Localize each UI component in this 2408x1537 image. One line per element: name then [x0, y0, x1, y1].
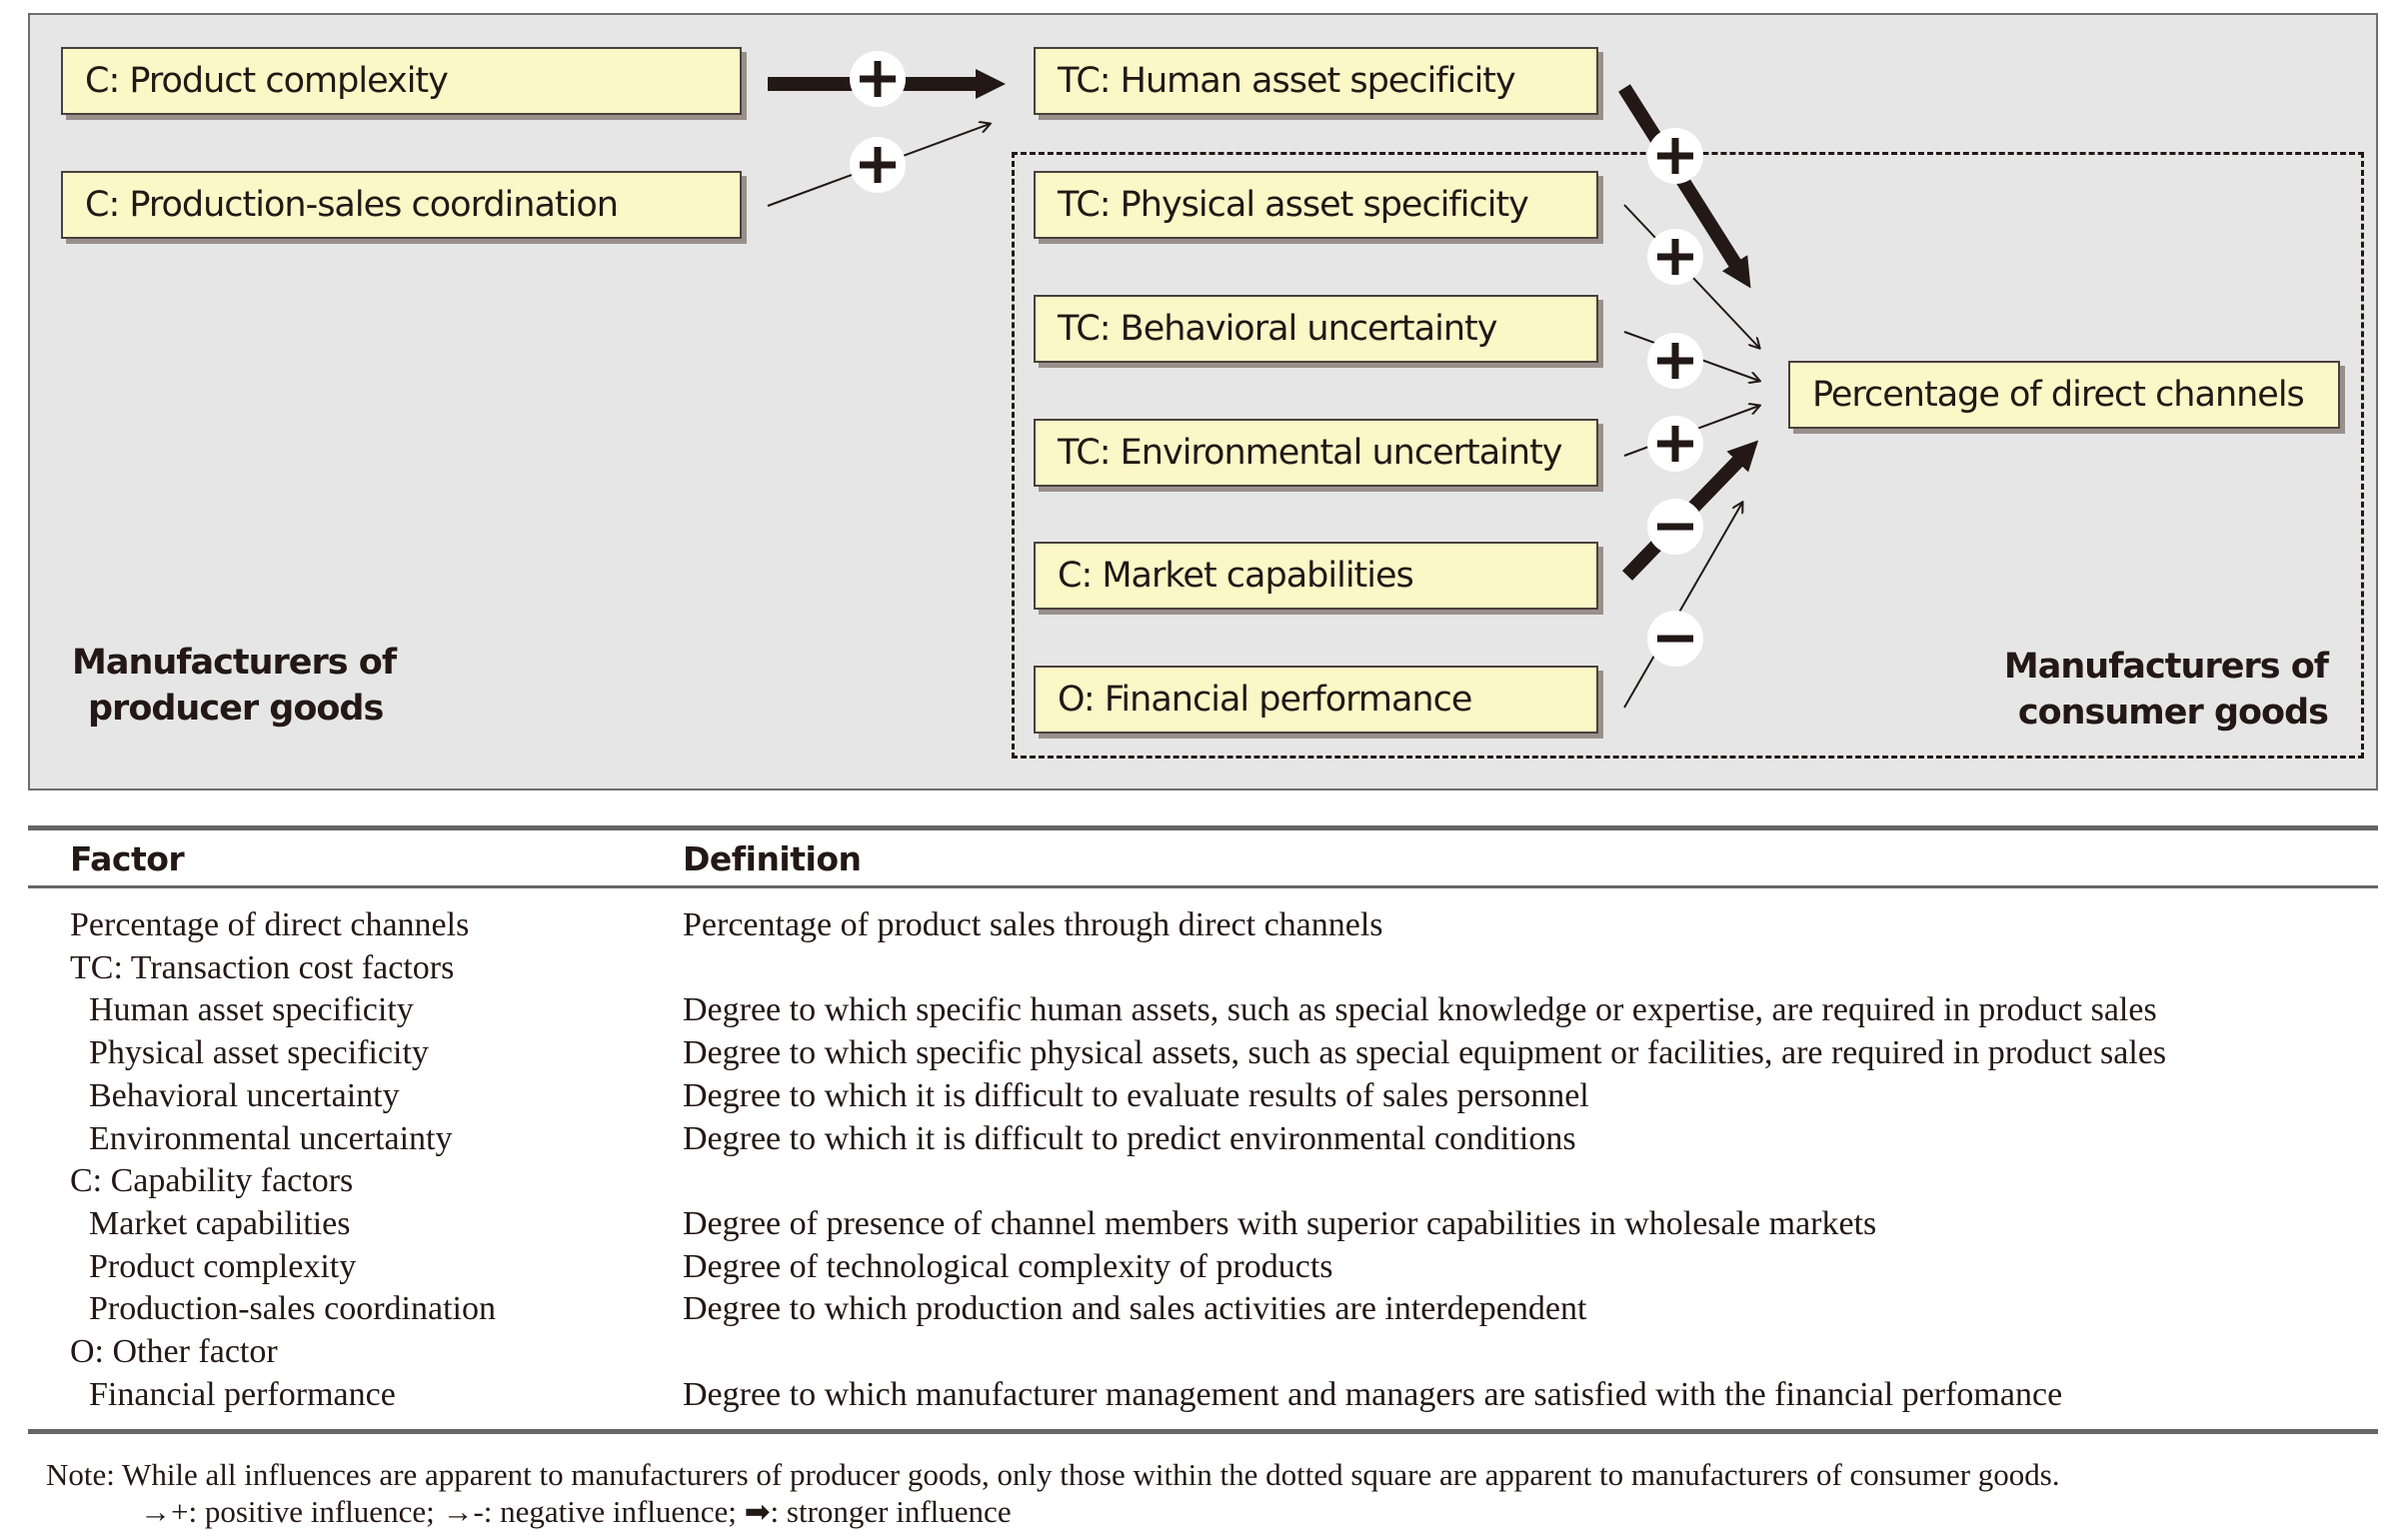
sign-plus-icon — [1647, 229, 1703, 285]
sign-minus-icon — [1647, 611, 1703, 667]
table-cell-definition: Degree to which it is difficult to predi… — [683, 1119, 1576, 1157]
sign-plus-icon — [850, 137, 906, 193]
table-cell-factor: Product complexity — [89, 1247, 357, 1285]
influence-arrows — [767, 51, 2408, 709]
table-cell-definition: Percentage of product sales through dire… — [683, 906, 1383, 943]
table-cell-definition: Degree to which production and sales act… — [683, 1290, 1587, 1328]
label-consumer-goods: Manufacturers of consumer goods — [2003, 644, 2329, 736]
table-cell-factor: C: Capability factors — [70, 1162, 354, 1200]
table-bottom-rule — [28, 1429, 2378, 1434]
label-producer-goods: Manufacturers of producer goods — [72, 640, 397, 732]
box-financial-performance: O: Financial performance — [1034, 666, 1598, 734]
box-physical-asset-specificity: TC: Physical asset specificity — [1034, 171, 1598, 239]
sign-minus-icon — [1647, 499, 1703, 555]
table-cell-factor: TC: Transaction cost factors — [70, 948, 455, 986]
table-cell-definition: Degree to which manufacturer management … — [683, 1375, 2063, 1413]
table-cell-factor: Physical asset specificity — [89, 1034, 429, 1072]
header-definition: Definition — [683, 839, 862, 878]
box-environmental-uncertainty: TC: Environmental uncertainty — [1034, 419, 1598, 487]
box-market-capabilities: C: Market capabilities — [1034, 542, 1598, 610]
label-consumer-line1: Manufacturers of — [2003, 647, 2329, 687]
table-cell-definition: Degree of presence of channel members wi… — [683, 1204, 1877, 1242]
table-cell-definition: Degree to which specific physical assets… — [683, 1034, 2167, 1072]
note-line-1: Note: While all influences are apparent … — [46, 1457, 2060, 1492]
table-cell-factor: Market capabilities — [89, 1204, 351, 1242]
table-cell-factor: Behavioral uncertainty — [89, 1076, 400, 1114]
table-cell-factor: Environmental uncertainty — [89, 1119, 453, 1157]
table-cell-definition: Degree to which specific human assets, s… — [683, 991, 2157, 1029]
label-producer-line1: Manufacturers of — [72, 643, 397, 683]
table-top-rule — [28, 825, 2378, 830]
table-cell-factor: Financial performance — [89, 1375, 396, 1413]
label-producer-line2: producer goods — [88, 689, 384, 729]
note-line-2: →+: positive influence; →-: negative inf… — [140, 1494, 1012, 1529]
table-cell-factor: O: Other factor — [70, 1333, 278, 1370]
sign-plus-icon — [1647, 333, 1703, 389]
table-cell-definition: Degree to which it is difficult to evalu… — [683, 1076, 1589, 1114]
box-production-sales-coordination: C: Production-sales coordination — [61, 171, 742, 239]
table-header-rule — [28, 885, 2378, 888]
table-cell-factor: Human asset specificity — [89, 991, 414, 1029]
box-product-complexity: C: Product complexity — [61, 47, 742, 115]
box-human-asset-specificity: TC: Human asset specificity — [1034, 47, 1598, 115]
table-cell-factor: Percentage of direct channels — [70, 906, 470, 943]
label-consumer-line2: consumer goods — [2017, 693, 2329, 733]
sign-plus-icon — [850, 51, 906, 107]
sign-plus-icon — [1647, 416, 1703, 472]
table-cell-factor: Production-sales coordination — [89, 1290, 496, 1328]
table-cell-definition: Degree of technological complexity of pr… — [683, 1247, 1333, 1285]
box-percentage-direct-channels: Percentage of direct channels — [1788, 361, 2340, 429]
sign-plus-icon — [1647, 128, 1703, 184]
box-behavioral-uncertainty: TC: Behavioral uncertainty — [1034, 295, 1598, 363]
header-factor: Factor — [70, 839, 185, 878]
arrow-financial-performance — [1623, 503, 1742, 709]
